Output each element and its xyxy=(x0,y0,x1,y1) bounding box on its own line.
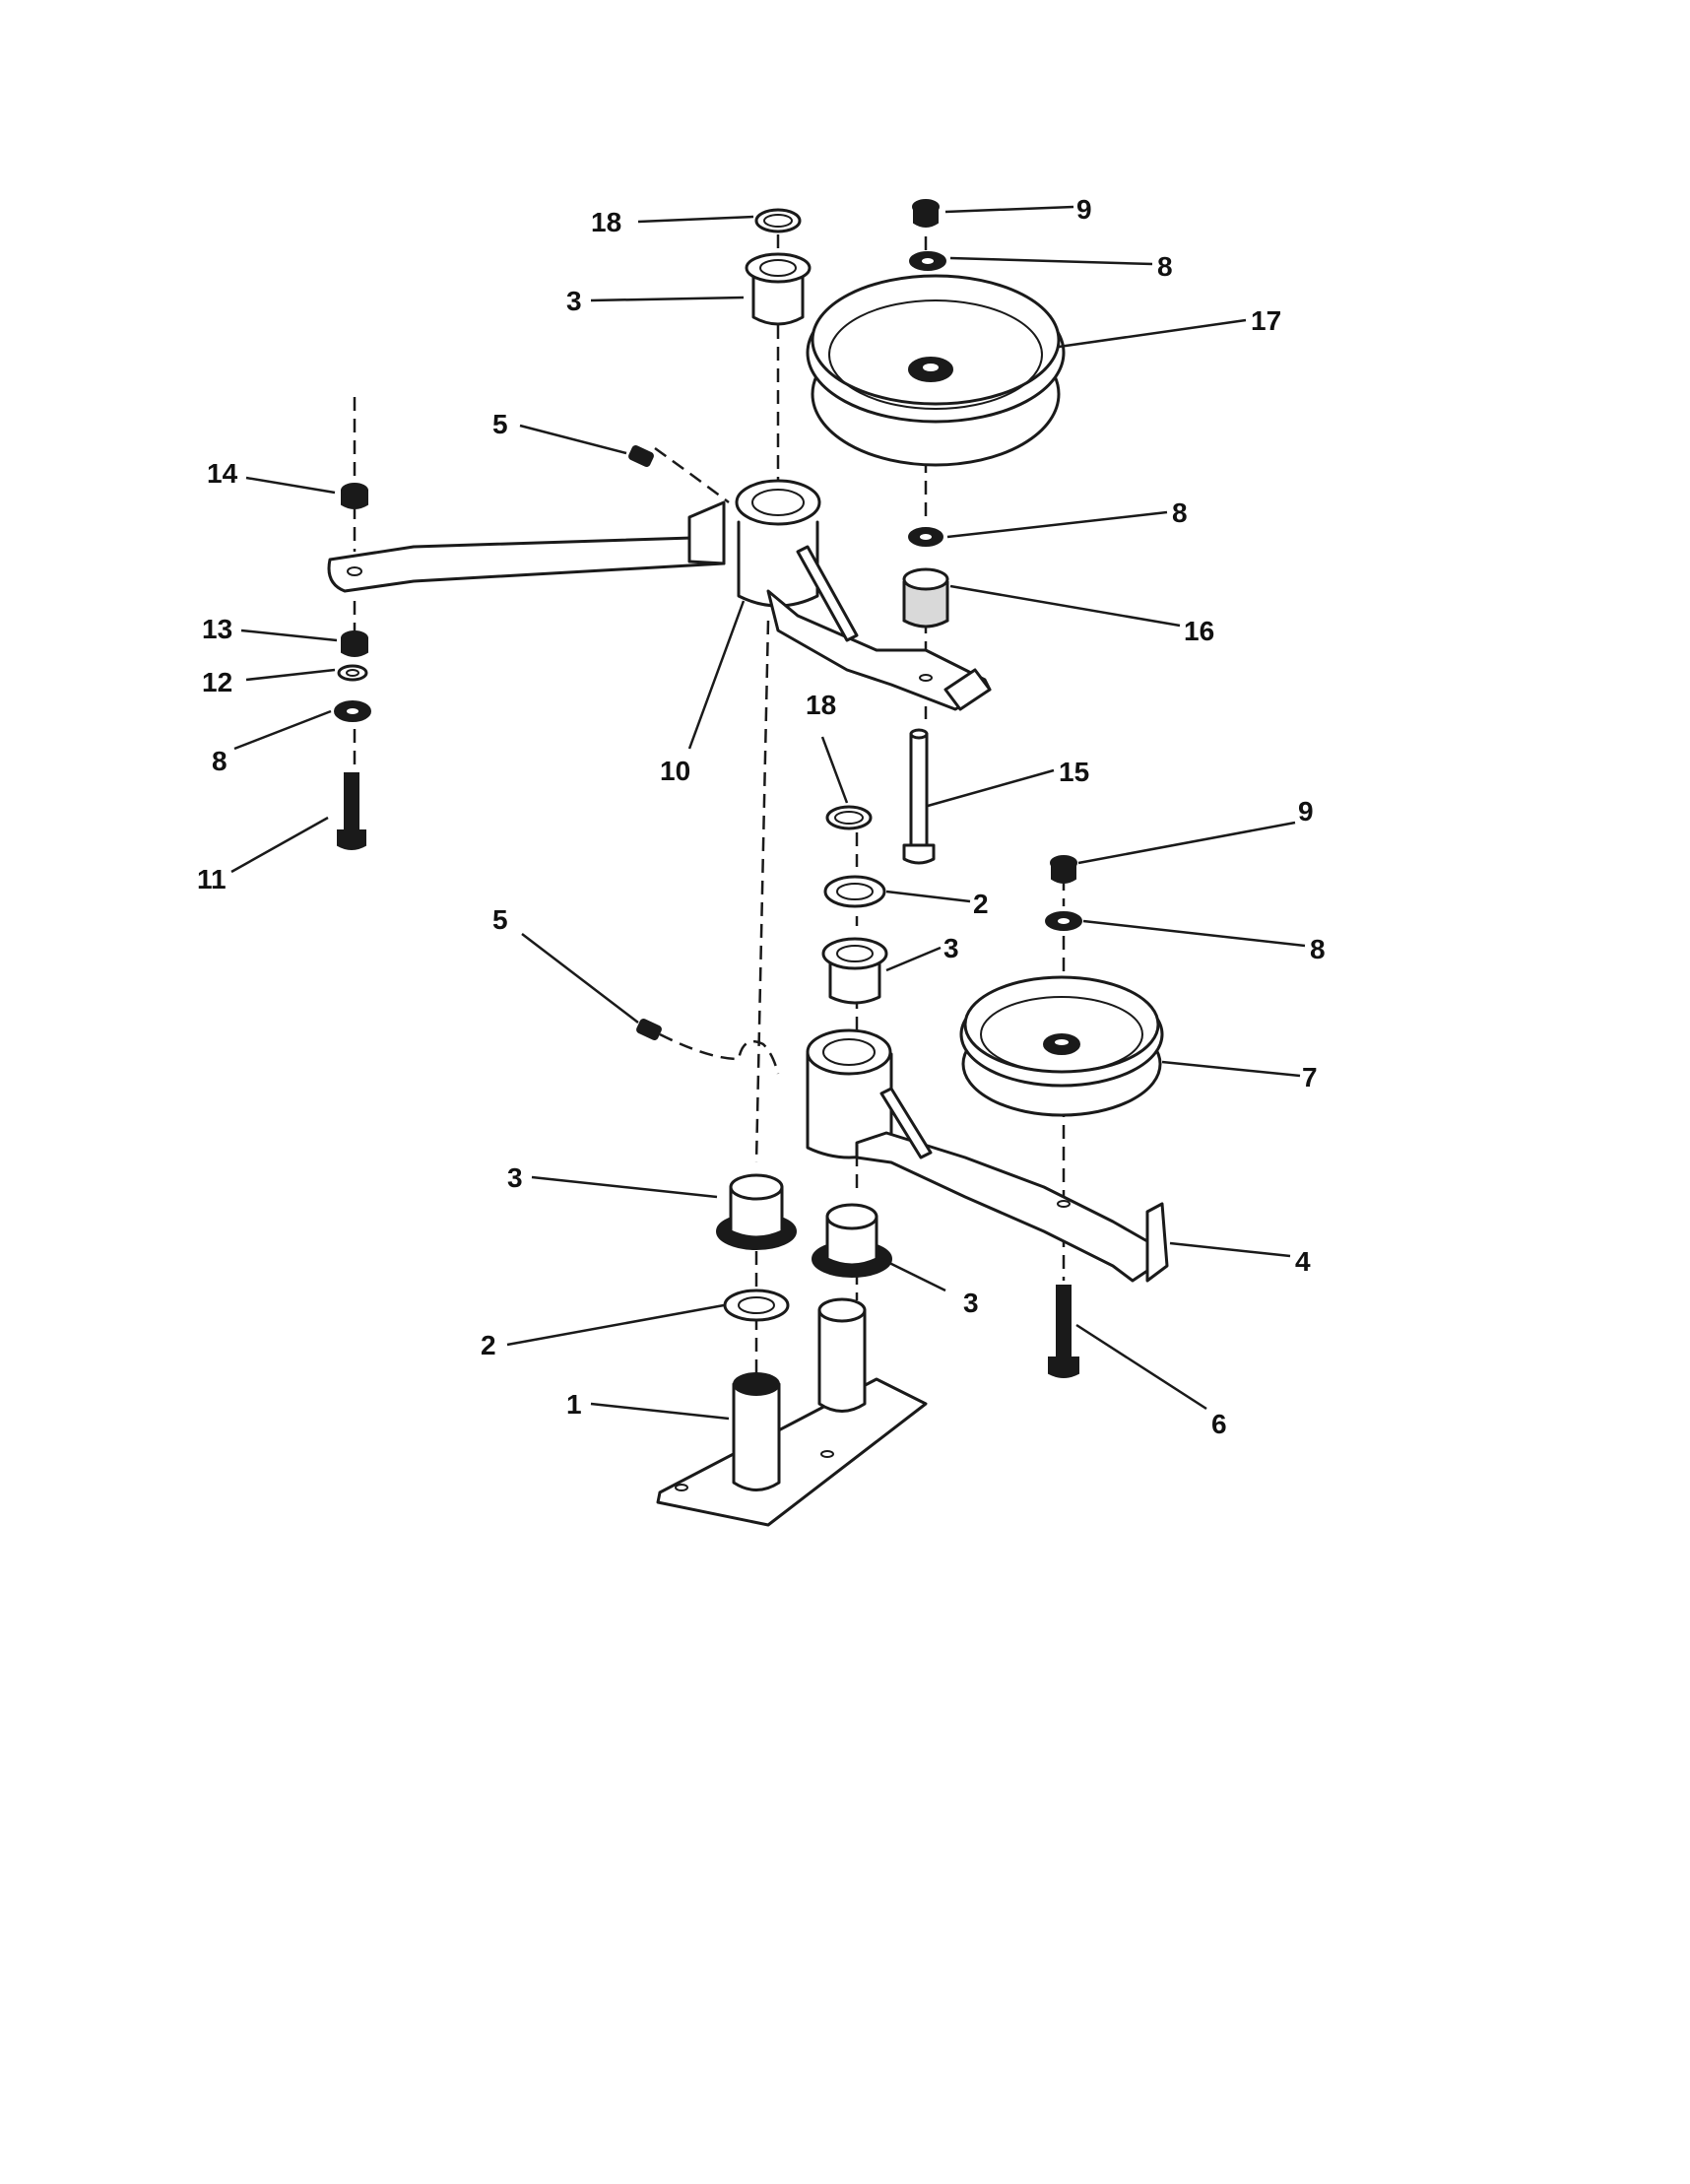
callout-10: 10 xyxy=(660,756,690,786)
lower-idler-arm xyxy=(806,1028,1169,1283)
callout-5-top: 5 xyxy=(492,409,508,439)
lock-washer xyxy=(337,664,368,682)
callout-8-top: 8 xyxy=(1157,251,1173,282)
washer-right xyxy=(1045,911,1082,931)
callout-11: 11 xyxy=(197,864,227,894)
callout-18-top: 18 xyxy=(591,207,621,237)
washer-top xyxy=(909,251,946,271)
bolt-left xyxy=(337,772,366,850)
callout-1: 1 xyxy=(566,1389,582,1420)
assembly-centerlines xyxy=(353,234,1066,1399)
callout-2-low: 2 xyxy=(481,1330,496,1360)
grease-fitting-low xyxy=(636,1018,662,1041)
bushing-lower-left xyxy=(716,1173,797,1250)
nut-under-arm xyxy=(341,630,368,657)
thrust-washer-mid xyxy=(823,875,886,908)
bolt-long xyxy=(902,728,936,865)
washer-mid xyxy=(908,527,943,547)
bushing-lower-right xyxy=(812,1203,892,1278)
callout-8-left: 8 xyxy=(212,746,228,776)
callout-3-left: 3 xyxy=(507,1162,523,1193)
callout-9-right: 9 xyxy=(1298,796,1314,827)
spacer xyxy=(902,567,949,629)
callout-3-low: 3 xyxy=(963,1288,979,1318)
snap-ring-mid xyxy=(825,805,873,830)
small-idler-pulley xyxy=(959,975,1164,1117)
bushing-mid xyxy=(821,937,888,1005)
washer-left xyxy=(334,700,371,722)
locknut-top xyxy=(912,199,940,228)
callout-4: 4 xyxy=(1295,1246,1311,1277)
callout-labels: 18 3 9 8 17 5 14 8 16 13 12 8 10 18 15 1… xyxy=(197,194,1326,1439)
callout-3-mid: 3 xyxy=(943,933,959,963)
snap-ring-top xyxy=(754,208,802,233)
callout-8-right: 8 xyxy=(1310,934,1326,964)
mounting-plate-with-pivot-posts xyxy=(656,1297,928,1527)
bolt-right xyxy=(1048,1285,1079,1378)
upper-idler-arm xyxy=(327,479,992,711)
callout-7: 7 xyxy=(1302,1062,1318,1092)
callout-15: 15 xyxy=(1059,757,1089,787)
callout-6: 6 xyxy=(1211,1409,1227,1439)
callout-9-top: 9 xyxy=(1076,194,1092,225)
callout-14: 14 xyxy=(207,458,238,489)
grease-fitting-top xyxy=(628,444,654,468)
locknut-right xyxy=(1050,855,1077,884)
callout-13: 13 xyxy=(202,614,232,644)
callout-12: 12 xyxy=(202,667,232,697)
callout-18-mid: 18 xyxy=(806,690,836,720)
bushing-top xyxy=(745,252,812,326)
callout-2-mid: 2 xyxy=(973,889,989,919)
callout-3-top: 3 xyxy=(566,286,582,316)
large-idler-pulley xyxy=(806,274,1066,467)
callout-8-mid: 8 xyxy=(1172,497,1188,528)
thrust-washer-low xyxy=(723,1289,790,1322)
callout-5-low: 5 xyxy=(492,904,508,935)
leader-lines xyxy=(230,205,1306,1421)
callout-16: 16 xyxy=(1184,616,1214,646)
locknut-left xyxy=(341,483,368,509)
callout-17: 17 xyxy=(1251,305,1281,336)
